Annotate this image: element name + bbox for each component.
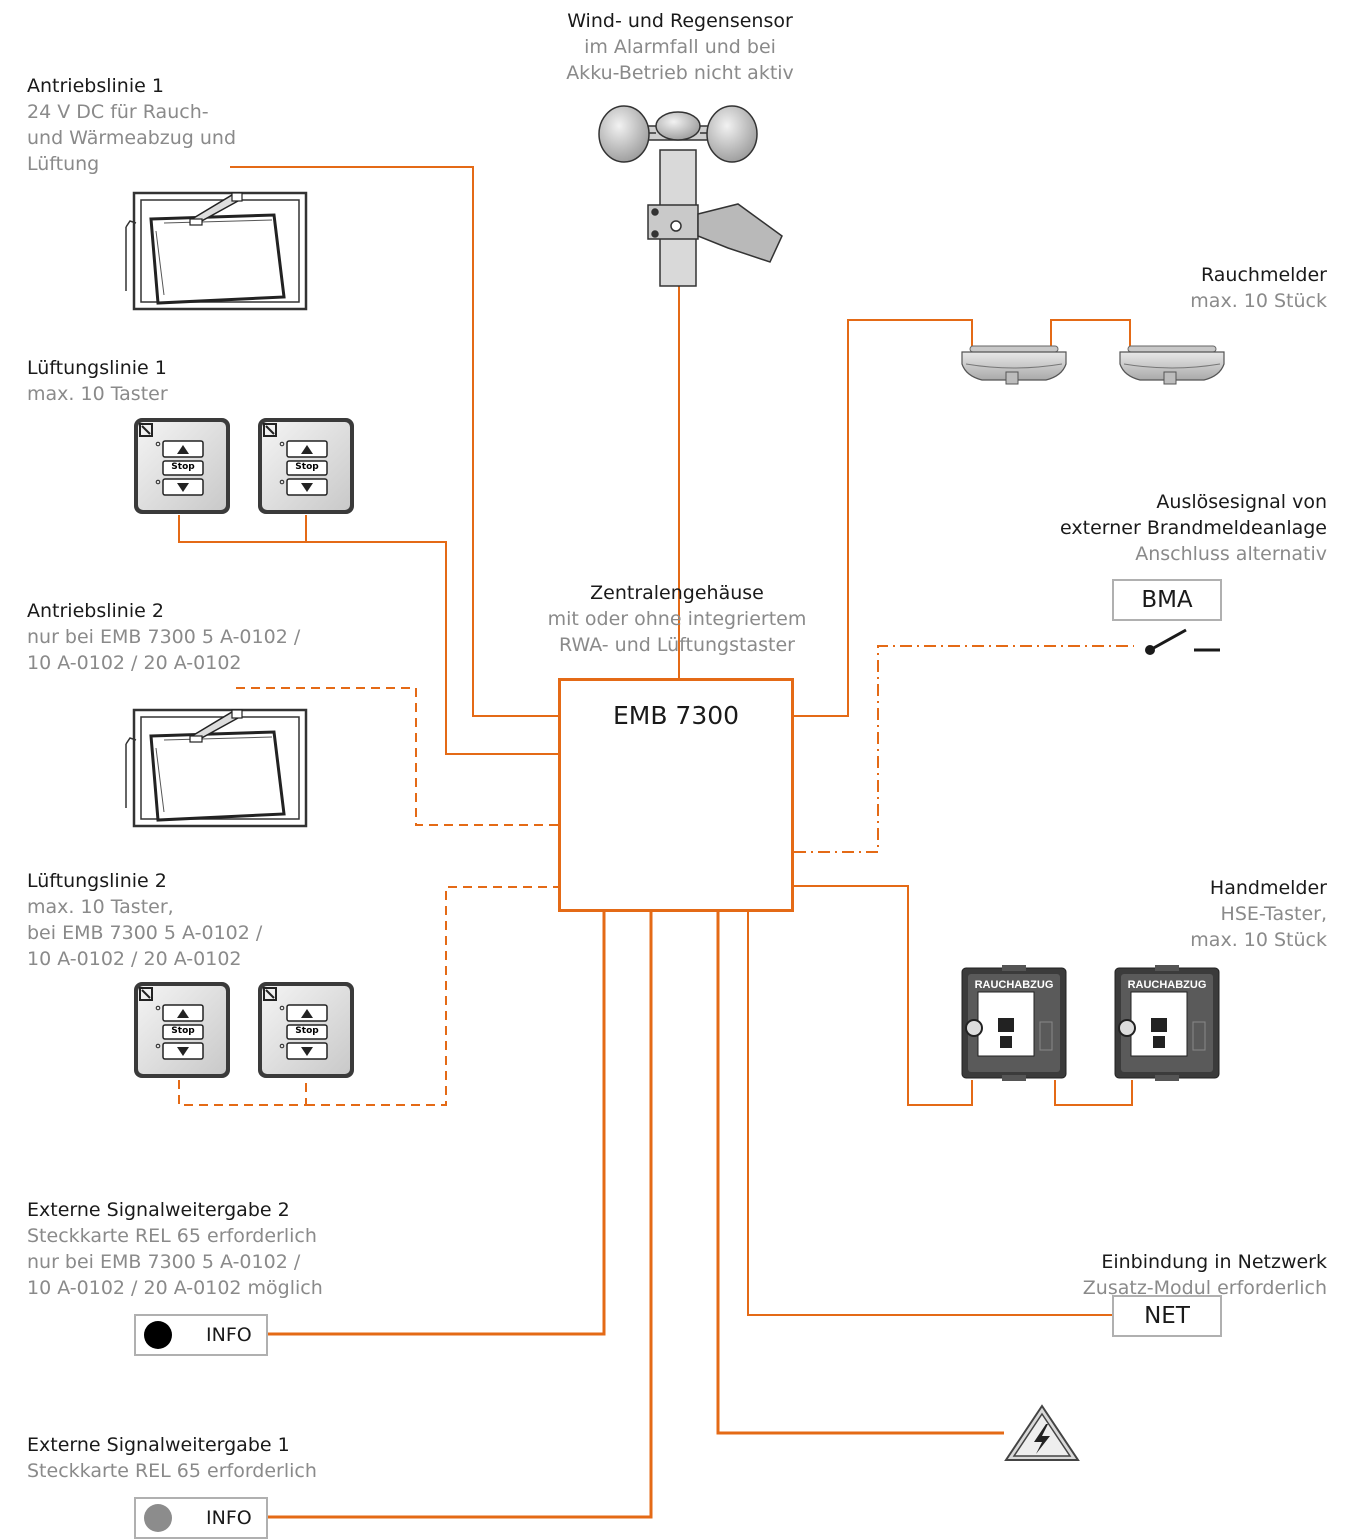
wire-antriebslinie-1 (230, 166, 558, 717)
central-unit: EMB 7300 (558, 678, 794, 912)
status-dot-black-icon (144, 1321, 172, 1349)
label-antriebslinie-2: Antriebslinie 2 nur bei EMB 7300 5 A-010… (27, 600, 301, 674)
bma-switch-icon (1145, 628, 1220, 655)
wire-lueftungslinie-2 (178, 886, 558, 1106)
info-box-2-label: INFO (206, 1324, 252, 1346)
smoke-detector-2-icon (1119, 345, 1225, 385)
stop-label-2a: Stop (171, 1026, 195, 1036)
manual-call-point-1-label: RAUCHABZUG (974, 979, 1054, 991)
wire-netzwerk (747, 912, 1112, 1316)
label-antriebslinie-1: Antriebslinie 1 24 V DC für Rauch- und W… (27, 75, 237, 175)
info-box-2: INFO (134, 1314, 268, 1356)
label-lueftungslinie-2: Lüftungslinie 2 max. 10 Taster, bei EMB … (27, 870, 263, 970)
wind-sensor-icon (598, 105, 783, 287)
window-actuator-2-icon (124, 708, 308, 828)
label-ausloesesignal: Auslösesignal von externer Brandmeldeanl… (1060, 491, 1327, 565)
info-box-1: INFO (134, 1497, 268, 1539)
label-signalweitergabe-1: Externe Signalweitergabe 1 Steckkarte RE… (27, 1434, 317, 1482)
wire-handmelder (794, 885, 1133, 1106)
wire-bma (794, 645, 1134, 853)
mains-power-icon (1004, 1404, 1080, 1461)
info-box-1-label: INFO (206, 1507, 252, 1529)
label-wind-sensor: Wind- und Regensensor im Alarmfall und b… (566, 10, 794, 84)
label-signalweitergabe-2: Externe Signalweitergabe 2 Steckkarte RE… (27, 1199, 323, 1299)
wire-lueftungslinie-1 (178, 515, 558, 755)
wire-mains (716, 912, 1004, 1435)
label-handmelder: Handmelder HSE-Taster, max. 10 Stück (1190, 877, 1327, 951)
status-dot-grey-icon (144, 1504, 172, 1532)
window-actuator-1-icon (124, 191, 308, 311)
central-panel-label: RAUCHABZUG (637, 757, 717, 769)
label-rauchmelder: Rauchmelder max. 10 Stück (1190, 264, 1327, 312)
label-lueftungslinie-1: Lüftungslinie 1 max. 10 Taster (27, 357, 168, 405)
wire-antriebslinie-2 (236, 687, 558, 826)
central-unit-title: EMB 7300 (612, 701, 740, 730)
stop-label-1b: Stop (295, 462, 319, 472)
wire-rauchmelder (794, 319, 1131, 717)
net-box: NET (1112, 1295, 1222, 1337)
wire-signal-2 (268, 912, 606, 1336)
bma-box: BMA (1112, 579, 1222, 621)
wire-signal-1 (268, 912, 653, 1519)
smoke-detector-1-icon (961, 345, 1067, 385)
label-zentralengehaeuse: Zentralengehäuse mit oder ohne integrier… (547, 582, 807, 656)
label-netzwerk: Einbindung in Netzwerk Zusatz-Modul erfo… (1082, 1251, 1327, 1299)
stop-label-2b: Stop (295, 1026, 319, 1036)
stop-label-1a: Stop (171, 462, 195, 472)
manual-call-point-2-label: RAUCHABZUG (1127, 979, 1207, 991)
